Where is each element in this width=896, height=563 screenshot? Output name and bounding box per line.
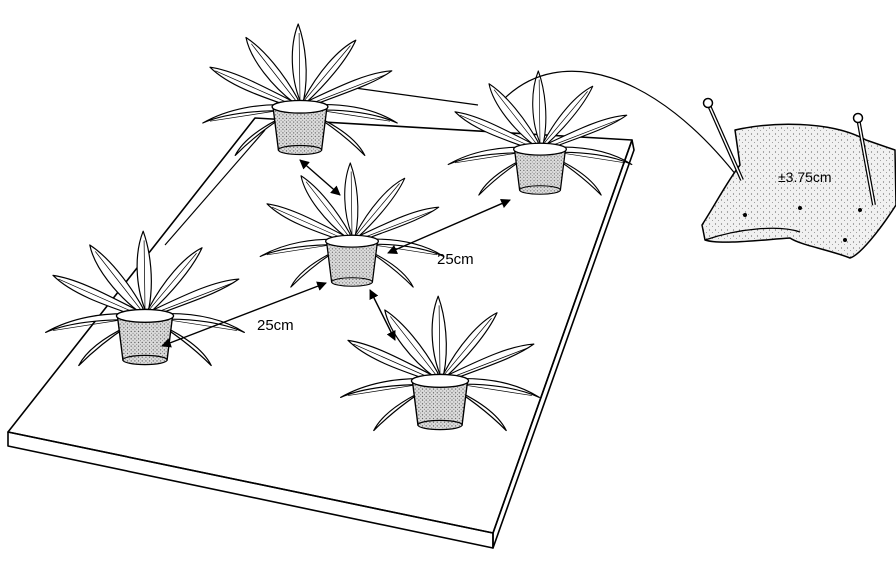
cloth-sample: ±3.75cm	[702, 99, 896, 259]
spacing-label-right: 25cm	[437, 251, 474, 268]
plant-bottom	[341, 296, 540, 430]
cloth-depth-label: ±3.75cm	[778, 169, 832, 185]
arrow-center-to-right	[388, 200, 510, 253]
spacing-label-left: 25cm	[257, 317, 294, 334]
plant-center	[260, 163, 444, 287]
plant-top-right	[448, 71, 632, 195]
